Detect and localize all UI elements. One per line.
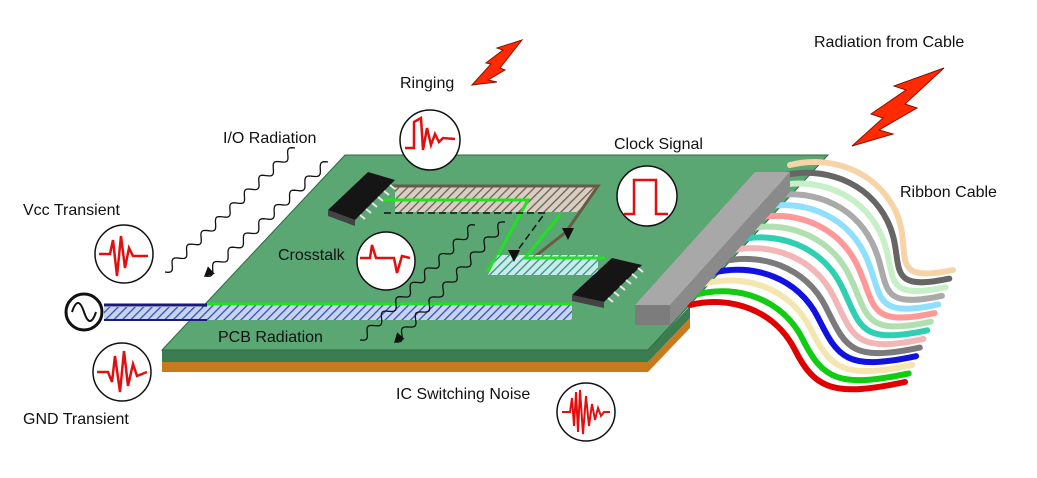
cable-wire <box>779 169 953 286</box>
cable-wire <box>733 234 931 339</box>
label-crosstalk: Crosstalk <box>278 247 345 264</box>
crosstalk-waveform-icon <box>356 231 416 291</box>
noise-waveform-icon <box>556 382 616 442</box>
label-clock-signal: Clock Signal <box>614 136 703 153</box>
lightning-icon <box>851 67 945 147</box>
radiation-wave <box>164 147 296 273</box>
pcb-copper-layer <box>162 318 690 372</box>
radiation-wave <box>394 221 506 343</box>
cable-wire <box>787 159 956 277</box>
radiation-wave <box>359 224 476 341</box>
ic-chip-icon <box>328 172 396 226</box>
cable-wire <box>687 299 908 393</box>
power-cable <box>104 303 207 321</box>
cable-wire <box>756 202 942 312</box>
cable-wire <box>763 191 945 303</box>
label-ribbon-cable: Ribbon Cable <box>900 184 997 201</box>
arrow-icon <box>394 332 405 344</box>
ribbon-connector <box>635 172 790 325</box>
transient-waveform-icon <box>94 224 154 284</box>
arrow-icon <box>562 228 574 240</box>
label-vcc-transient: Vcc Transient <box>23 202 120 219</box>
sine-source-icon <box>64 292 104 332</box>
cable-wire <box>710 266 920 366</box>
pulse-waveform-icon <box>616 165 678 227</box>
arrow-icon <box>203 266 215 277</box>
cable-wire <box>771 180 949 295</box>
radiation-wave <box>204 161 329 277</box>
ribbon-cable <box>687 159 956 393</box>
lightning-icon <box>470 39 524 86</box>
cable-wire <box>748 212 938 321</box>
label-ic-switching-noise: IC Switching Noise <box>396 386 531 403</box>
cable-wire <box>740 223 934 330</box>
cable-wire <box>694 288 912 384</box>
pcb-side <box>162 306 690 362</box>
ringing-waveform-icon <box>399 109 461 171</box>
arrow-icon <box>508 250 520 262</box>
ic-chip-icon <box>572 258 644 308</box>
cable-wire <box>702 277 916 375</box>
radiation-waves <box>164 147 506 344</box>
clock-trace <box>384 184 605 275</box>
label-ringing: Ringing <box>400 75 455 92</box>
label-radiation-from-cable: Radiation from Cable <box>814 34 965 51</box>
cable-wire <box>725 245 927 348</box>
cable-wire <box>717 256 923 357</box>
transient-waveform-icon <box>92 342 152 402</box>
label-gnd-transient: GND Transient <box>23 411 129 428</box>
label-io-radiation: I/O Radiation <box>223 130 317 147</box>
label-pcb-radiation: PCB Radiation <box>218 329 323 346</box>
